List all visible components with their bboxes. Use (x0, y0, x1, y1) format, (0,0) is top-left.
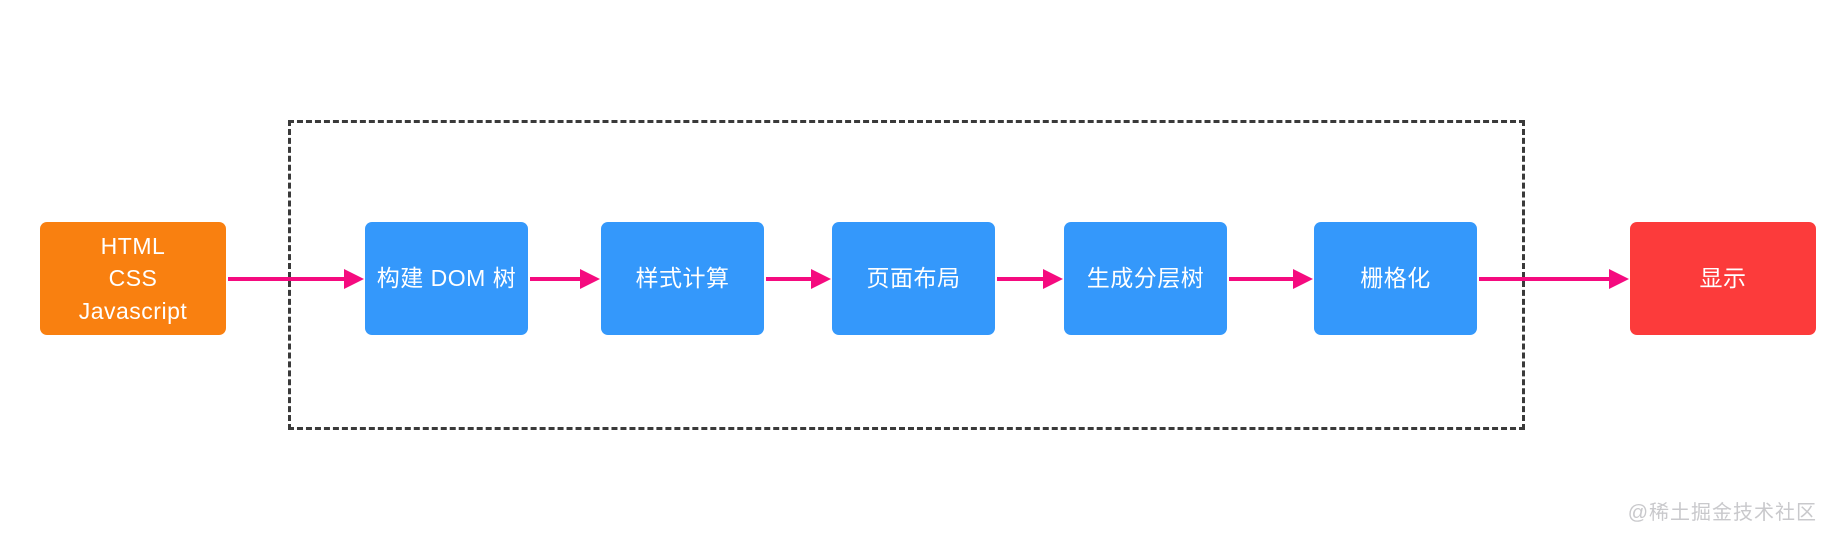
watermark-label: @稀土掘金技术社区 (1627, 502, 1817, 524)
arrow-connector (228, 268, 364, 290)
node-stage-generate-layer-tree-label: 生成分层树 (1086, 265, 1205, 292)
node-stage-rasterization-label: 栅格化 (1360, 265, 1431, 292)
arrow-connector (530, 268, 600, 290)
node-stage-build-dom-tree[interactable]: 构建 DOM 树 (365, 222, 528, 335)
node-stage-style-calculation[interactable]: 样式计算 (601, 222, 764, 335)
node-output-display[interactable]: 显示 (1630, 222, 1816, 335)
node-input-source[interactable]: HTML CSS Javascript (40, 222, 226, 335)
arrow-connector (997, 268, 1063, 290)
node-stage-page-layout[interactable]: 页面布局 (832, 222, 995, 335)
arrow-connector (1229, 268, 1313, 290)
node-output-display-label: 显示 (1699, 265, 1747, 292)
node-stage-build-dom-tree-label: 构建 DOM 树 (376, 265, 517, 292)
node-input-source-label: HTML CSS Javascript (78, 232, 188, 324)
node-stage-style-calculation-label: 样式计算 (635, 265, 730, 292)
node-stage-rasterization[interactable]: 栅格化 (1314, 222, 1477, 335)
arrow-connector (766, 268, 831, 290)
node-stage-page-layout-label: 页面布局 (866, 265, 961, 292)
node-stage-generate-layer-tree[interactable]: 生成分层树 (1064, 222, 1227, 335)
arrow-connector (1479, 268, 1629, 290)
